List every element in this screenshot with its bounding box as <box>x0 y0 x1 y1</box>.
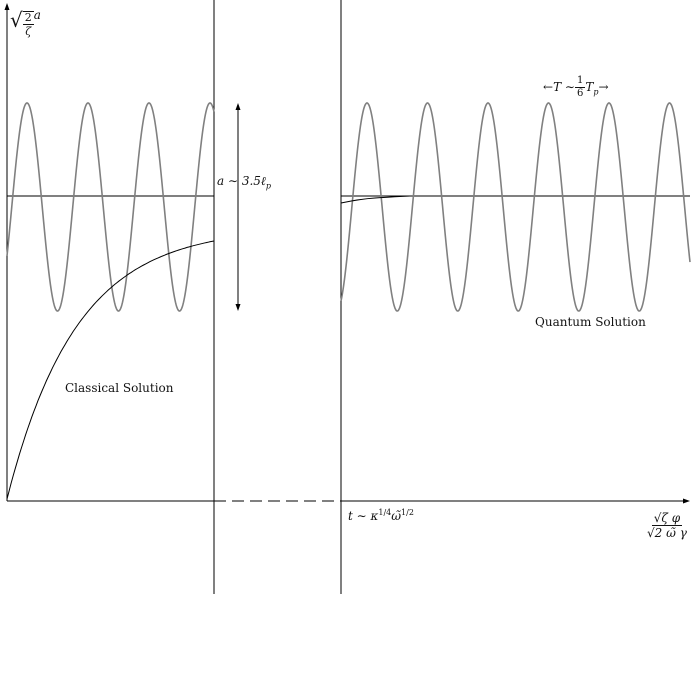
classical-solution-label: Classical Solution <box>65 381 174 395</box>
oscillation-wave-right <box>340 102 691 312</box>
x-axis-arrowhead <box>683 498 690 504</box>
x-axis-label: √ζ φ√2 ω̃ γ <box>647 511 687 540</box>
quantum-solution-label: Quantum Solution <box>535 315 646 329</box>
amplitude-arrow-bottom-head <box>235 304 241 311</box>
oscillation-wave-left <box>6 102 215 312</box>
amplitude-label: a ∼ 3.5ℓp <box>217 174 272 191</box>
time-mark-label: t ∼ κ1/4ω̃1/2 <box>348 508 414 523</box>
quantum-solution-curve <box>340 195 411 204</box>
classical-solution-curve <box>6 240 215 500</box>
amplitude-arrow-top-head <box>235 103 241 110</box>
y-axis-arrowhead <box>4 3 10 10</box>
